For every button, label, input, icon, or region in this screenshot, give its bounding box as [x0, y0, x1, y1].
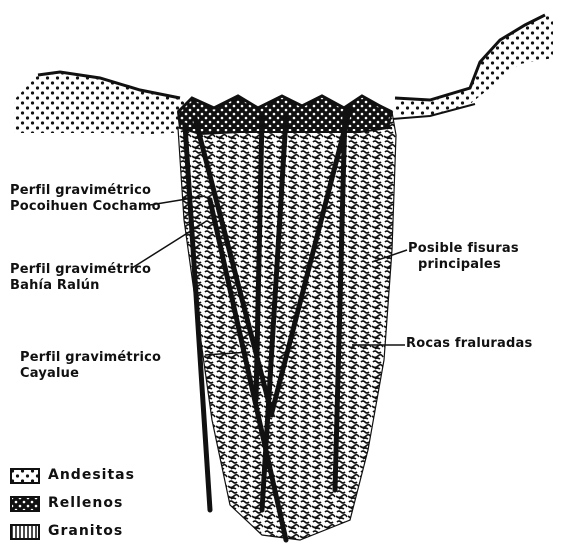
label-perfil-bahia-line1: Perfil gravimétrico — [10, 262, 151, 278]
label-perfil-bahia-line2: Bahía Ralún — [10, 278, 151, 294]
legend-label-granitos: Granitos — [48, 523, 123, 539]
legend-label-andesitas: Andesitas — [48, 467, 135, 483]
legend-swatch-rellenos — [10, 496, 40, 512]
label-fisuras-line1: Posible fisuras — [408, 241, 519, 257]
legend-label-rellenos: Rellenos — [48, 495, 123, 511]
label-perfil-pocoihuen-line1: Perfil gravimétrico — [10, 183, 161, 199]
label-perfil-pocoihuen: Perfil gravimétrico Pocoihuen Cochamo — [10, 183, 161, 215]
legend-swatch-granitos — [10, 524, 40, 540]
label-perfil-cayalue-line1: Perfil gravimétrico — [20, 350, 161, 366]
label-perfil-pocoihuen-line2: Pocoihuen Cochamo — [10, 199, 161, 215]
label-rocas: Rocas fraluradas — [406, 336, 532, 352]
legend-swatch-andesitas — [10, 468, 40, 484]
label-perfil-cayalue: Perfil gravimétrico Cayalue — [20, 350, 161, 382]
andesitas-left-block — [14, 72, 196, 134]
label-perfil-bahia: Perfil gravimétrico Bahía Ralún — [10, 262, 151, 294]
label-perfil-cayalue-line2: Cayalue — [20, 366, 161, 382]
label-fisuras: Posible fisuras principales — [408, 241, 519, 273]
label-fisuras-line2: principales — [408, 257, 519, 273]
